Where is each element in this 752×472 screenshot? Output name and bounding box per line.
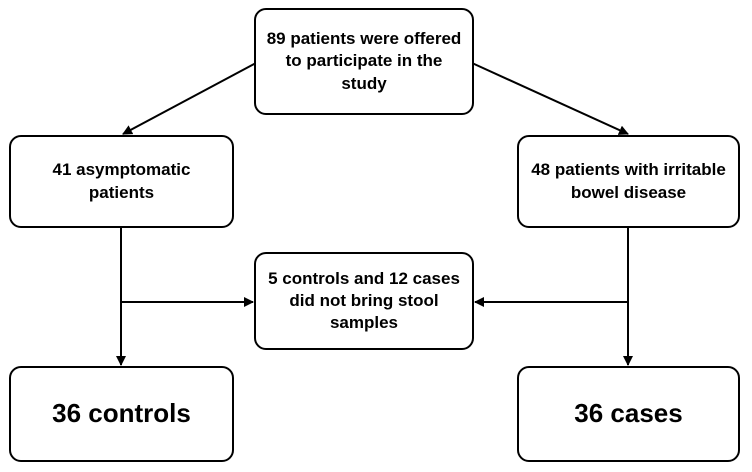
arrow-top-to-right <box>471 62 629 135</box>
box-cases: 36 cases <box>517 366 740 462</box>
box-offered-patients: 89 patients were offered to participate … <box>254 8 474 115</box>
box-offered-patients-label: 89 patients were offered to participate … <box>266 29 462 93</box>
box-controls: 36 controls <box>9 366 234 462</box>
box-ibd-patients: 48 patients with irritable bowel disease <box>517 135 740 228</box>
box-asymptomatic-patients: 41 asymptomatic patients <box>9 135 234 228</box>
box-controls-label: 36 controls <box>52 398 191 429</box>
box-excluded-samples: 5 controls and 12 cases did not bring st… <box>254 252 474 350</box>
arrow-top-to-left <box>122 62 257 135</box>
box-excluded-samples-label: 5 controls and 12 cases did not bring st… <box>268 268 460 333</box>
box-cases-label: 36 cases <box>574 398 683 429</box>
box-ibd-patients-label: 48 patients with irritable bowel disease <box>531 160 726 202</box>
box-asymptomatic-patients-label: 41 asymptomatic patients <box>52 160 191 202</box>
